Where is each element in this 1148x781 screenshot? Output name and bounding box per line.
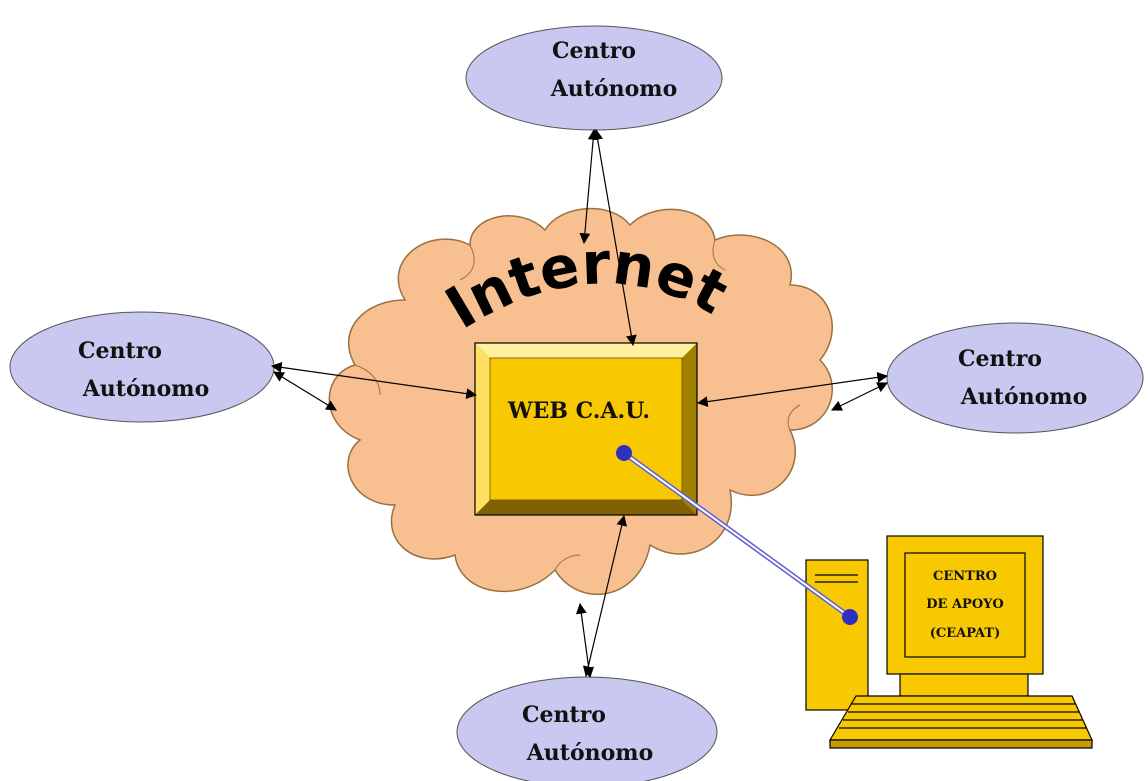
- node-top-line1: Centro: [552, 38, 636, 64]
- node-right-line2: Autónomo: [960, 384, 1088, 410]
- node-right-ellipse: [886, 322, 1144, 434]
- computer-tower: [805, 559, 869, 711]
- arrow-top-a: [592, 128, 637, 347]
- arrow-left-b: [273, 371, 337, 411]
- computer-line2: DE APOYO: [926, 597, 1004, 612]
- link-endpoint-web: [616, 445, 632, 461]
- node-left-ellipse: [9, 311, 275, 423]
- computer-line1: CENTRO: [933, 569, 997, 584]
- node-top-line2: Autónomo: [550, 76, 678, 102]
- computer-stand: [899, 673, 1029, 697]
- web-cau-label: WEB C.A.U.: [507, 398, 650, 424]
- node-bottom-line2: Autónomo: [526, 740, 654, 766]
- web-cau-box: [474, 342, 698, 516]
- ceapat-link: [616, 445, 858, 625]
- link-endpoint-computer: [842, 609, 858, 625]
- node-left-line2: Autónomo: [82, 376, 210, 402]
- node-left-line1: Centro: [78, 338, 162, 364]
- node-right-line1: Centro: [958, 346, 1042, 372]
- arrow-left-a: [270, 362, 478, 399]
- node-bottom-line1: Centro: [522, 702, 606, 728]
- arrow-right-a: [696, 372, 889, 407]
- arrow-top-b: [579, 128, 599, 245]
- computer-illustration: [805, 535, 1093, 749]
- computer-keyboard: [828, 695, 1093, 741]
- computer-screen: [904, 552, 1026, 658]
- computer-line3: (CEAPAT): [930, 626, 1001, 641]
- arrow-right-b: [831, 382, 888, 411]
- arrow-bottom-b: [575, 602, 595, 679]
- connection-arrows: [270, 128, 889, 679]
